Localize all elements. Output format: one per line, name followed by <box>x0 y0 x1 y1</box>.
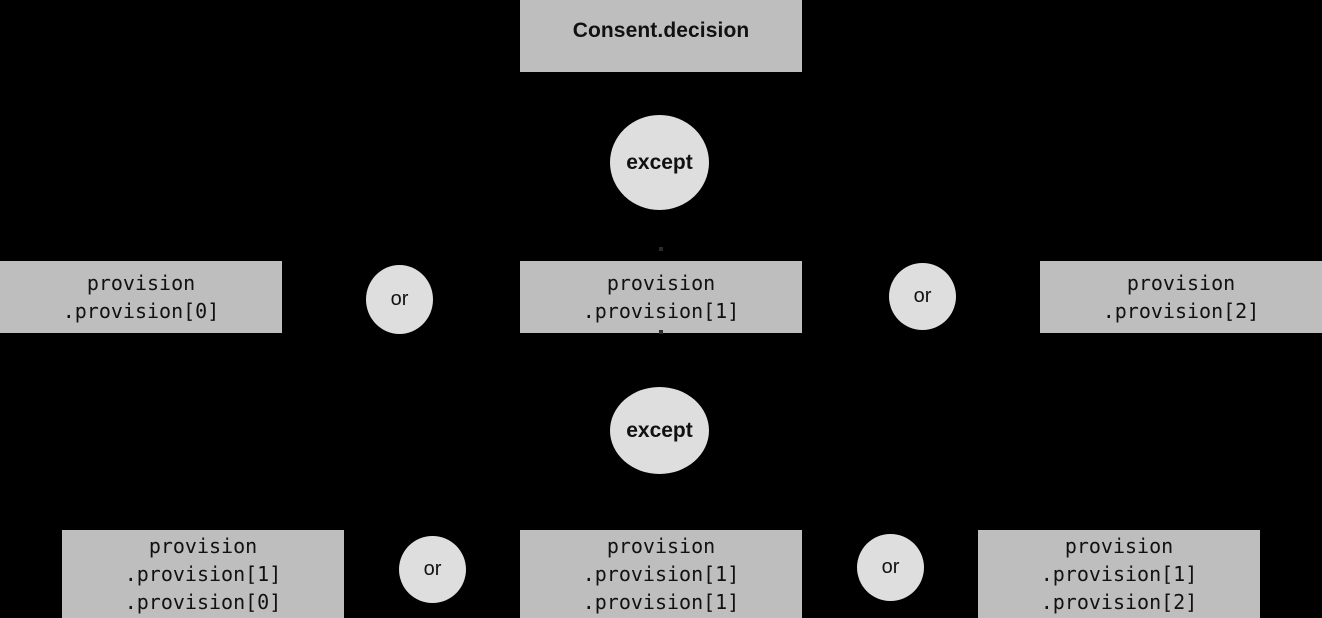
node-line-3: .provision[0] <box>124 590 282 614</box>
operator-except-top[interactable]: except <box>610 115 709 210</box>
node-consent-decision[interactable]: Consent.decision <box>520 0 802 72</box>
node-line-1: provision <box>1064 534 1174 558</box>
node-provision-2[interactable]: provision .provision[2] <box>1040 261 1322 333</box>
operator-or-row3-right[interactable]: or <box>857 534 924 601</box>
node-provision-1[interactable]: provision .provision[1] <box>520 261 802 333</box>
node-line-1: provision <box>148 534 258 558</box>
edge-connector-dot <box>659 330 663 334</box>
node-line-1: provision <box>1126 271 1236 295</box>
node-provision-1-1[interactable]: provision .provision[1] .provision[1] <box>520 530 802 618</box>
node-line-1: provision <box>606 534 716 558</box>
operator-or-row2-right[interactable]: or <box>889 263 956 330</box>
operator-label: or <box>881 556 900 578</box>
operator-label: or <box>913 285 932 307</box>
node-line-3: .provision[1] <box>582 590 740 614</box>
node-line-2: .provision[2] <box>1102 299 1260 323</box>
operator-label: except <box>626 150 693 174</box>
node-line-2: .provision[1] <box>124 562 282 586</box>
node-label: Consent.decision <box>572 19 750 42</box>
node-line-3: .provision[2] <box>1040 590 1198 614</box>
node-provision-1-2[interactable]: provision .provision[1] .provision[2] <box>978 530 1260 618</box>
node-provision-1-0[interactable]: provision .provision[1] .provision[0] <box>62 530 344 618</box>
node-line-1: provision <box>86 271 196 295</box>
node-line-2: .provision[1] <box>1040 562 1198 586</box>
node-provision-0[interactable]: provision .provision[0] <box>0 261 282 333</box>
operator-label: or <box>423 558 442 580</box>
operator-label: or <box>390 288 409 310</box>
operator-label: except <box>626 418 693 442</box>
node-line-2: .provision[0] <box>62 299 220 323</box>
operator-except-middle[interactable]: except <box>610 387 709 474</box>
node-line-1: provision <box>606 271 716 295</box>
node-line-2: .provision[1] <box>582 299 740 323</box>
operator-or-row2-left[interactable]: or <box>366 265 433 334</box>
operator-or-row3-left[interactable]: or <box>399 536 466 603</box>
edge-connector-dot <box>659 247 663 251</box>
node-line-2: .provision[1] <box>582 562 740 586</box>
